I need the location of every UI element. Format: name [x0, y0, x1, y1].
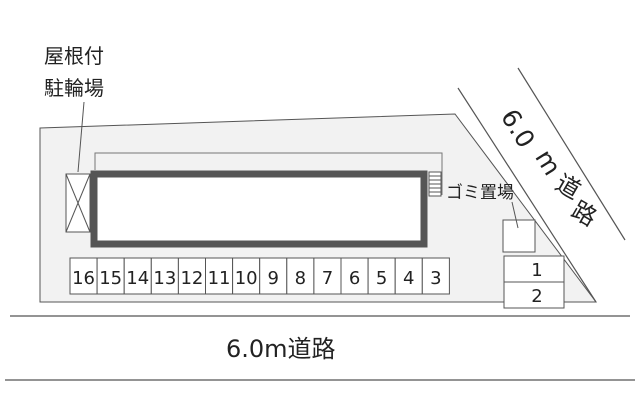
right-road-edge-outer	[517, 67, 626, 241]
parking-slot-number: 8	[295, 268, 306, 289]
parking-slot-10	[232, 257, 261, 295]
parking-slot-number: 1	[531, 260, 542, 281]
parking-slot-number: 2	[531, 286, 542, 307]
building	[90, 170, 428, 248]
bicycle-parking-cross-b	[65, 173, 91, 233]
staircase	[428, 171, 442, 197]
parking-slot-number: 12	[180, 268, 203, 289]
parking-slot-number: 11	[208, 268, 231, 289]
parking-slot-number: 16	[72, 268, 95, 289]
roof-outline	[94, 152, 443, 195]
parking-slot-number: 6	[349, 268, 360, 289]
parking-slot-number: 3	[430, 268, 441, 289]
parking-slot-11	[205, 257, 234, 295]
parking-slot-number: 5	[376, 268, 387, 289]
parking-slot-6	[340, 257, 369, 295]
garbage-box	[502, 219, 536, 253]
parking-slot-number: 15	[99, 268, 122, 289]
parking-slot-5	[367, 257, 396, 295]
parking-slot-number: 14	[126, 268, 149, 289]
parking-slot-3	[421, 257, 450, 295]
parking-slot-number: 7	[322, 268, 333, 289]
parking-slot-4	[394, 257, 423, 295]
bicycle-parking-label-line2: 駐輪場	[44, 76, 104, 100]
bicycle-parking-label-line1: 屋根付	[44, 44, 104, 68]
parking-slot-number: 9	[268, 268, 279, 289]
parking-slot-number: 10	[235, 268, 258, 289]
parking-slot-9	[259, 257, 288, 295]
parking-slot-number: 4	[403, 268, 414, 289]
parking-slot-16	[69, 257, 98, 295]
right-road-edge-inner	[457, 87, 597, 303]
garbage-leader	[511, 201, 519, 229]
parking-slot-8	[286, 257, 315, 295]
parking-slot-13	[150, 257, 179, 295]
parking-slot-2	[503, 281, 565, 309]
parking-slot-14	[123, 257, 152, 295]
garbage-area-label: ゴミ置場	[446, 183, 514, 203]
bottom-road-label: 6.0m道路	[226, 335, 336, 363]
bicycle-parking-leader	[77, 101, 85, 173]
parking-slot-number: 13	[153, 268, 176, 289]
parking-slot-1	[503, 255, 565, 283]
parking-side: 12	[503, 255, 565, 309]
